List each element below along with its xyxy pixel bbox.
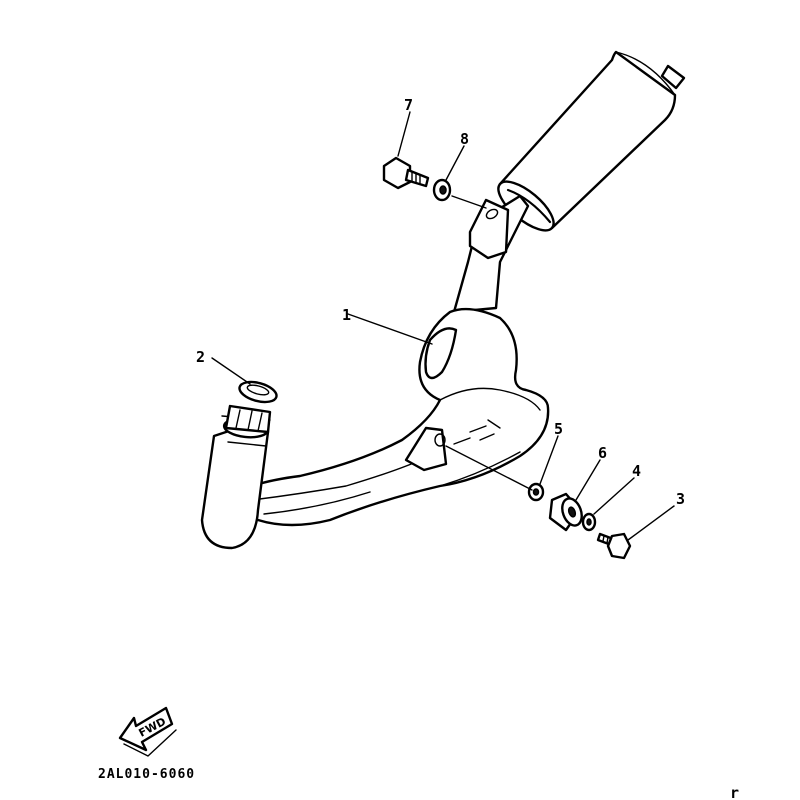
- callout-1: 1: [342, 306, 351, 324]
- leader-lines: [211, 111, 675, 541]
- callout-labels: 1 2 3 4 5 6 7 8: [196, 96, 685, 508]
- callout-7: 7: [404, 96, 413, 114]
- corner-mark: r: [730, 784, 739, 800]
- bolt-lower: [596, 532, 632, 560]
- exhaust-pipe: [200, 194, 550, 550]
- collar: [527, 482, 545, 502]
- diagram-code: 2AL010-6060: [98, 767, 195, 782]
- callout-2: 2: [196, 348, 205, 366]
- callout-4: 4: [632, 462, 641, 480]
- callout-6: 6: [598, 444, 607, 462]
- washer-upper: [432, 178, 452, 202]
- fwd-arrow-icon: FWD: [118, 706, 177, 757]
- bolt-upper: [382, 156, 430, 190]
- callout-8: 8: [460, 130, 469, 148]
- gasket: [238, 380, 278, 404]
- callout-3: 3: [676, 490, 685, 508]
- washer-lower: [581, 512, 597, 532]
- damper: [548, 492, 583, 532]
- callout-5: 5: [554, 420, 563, 438]
